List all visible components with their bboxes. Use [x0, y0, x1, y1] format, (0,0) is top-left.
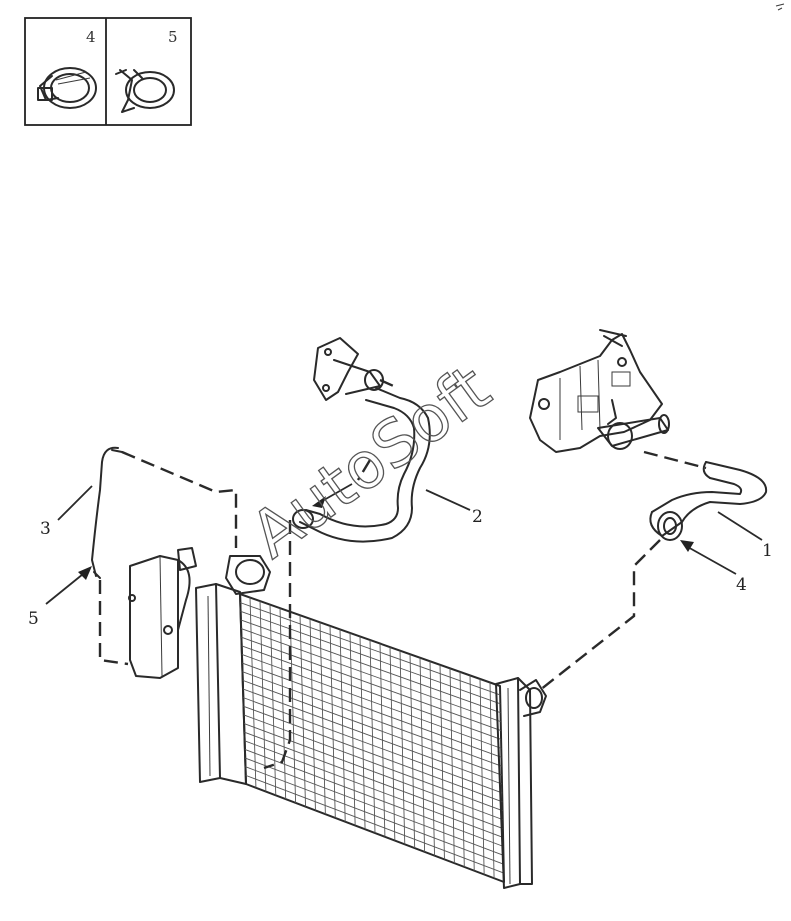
radiator-grid-line	[245, 774, 504, 874]
callouts: 1 2 3 4 5	[28, 483, 773, 629]
upper-radiator-hose	[292, 387, 431, 543]
watermark: AutoSoft	[238, 352, 504, 573]
clamp-legend: 4 5	[24, 17, 192, 126]
corner-mark	[775, 3, 785, 11]
radiator-grid-line	[242, 662, 502, 758]
radiator-grid-line	[244, 749, 504, 847]
radiator-grid-line	[240, 619, 501, 714]
radiator-grid-line	[240, 610, 501, 705]
radiator-grid-line	[245, 766, 504, 865]
radiator-grid-line	[240, 628, 501, 723]
radiator-grid-line	[241, 654, 502, 749]
callout-4: 4	[736, 575, 747, 595]
radiator-grid-line	[242, 688, 503, 785]
radiator-grid-line	[243, 723, 503, 821]
radiator-core-grid	[240, 597, 504, 879]
radiator-grid-line	[241, 636, 502, 731]
radiator-grid-line	[240, 602, 501, 696]
legend-label-5: 5	[168, 28, 178, 46]
radiator	[195, 555, 547, 889]
thermostat-housing	[529, 329, 670, 453]
radiator-grid-line	[245, 757, 504, 856]
radiator-grid-line	[244, 731, 504, 829]
hose-clamp-spring-icon	[115, 69, 175, 113]
radiator-grid-line	[241, 645, 502, 740]
assembly-dashed-lines	[98, 378, 707, 770]
callout-5: 5	[28, 609, 39, 629]
radiator-grid-line	[242, 671, 502, 767]
radiator-grid-line	[244, 740, 504, 838]
callout-1: 1	[762, 541, 773, 561]
radiator-grid-line	[243, 705, 503, 803]
water-outlet-elbow	[313, 337, 384, 401]
radiator-grid-line	[243, 714, 503, 812]
radiator-grid-line	[242, 679, 502, 776]
radiator-grid-line	[243, 697, 503, 794]
legend-label-4: 4	[86, 28, 96, 46]
lower-radiator-hose	[649, 461, 768, 541]
overflow-hose	[91, 446, 123, 579]
callout-3: 3	[40, 519, 51, 539]
expansion-tank	[128, 547, 197, 679]
hose-clamp-worm-icon	[37, 67, 97, 109]
callout-2: 2	[472, 507, 483, 527]
